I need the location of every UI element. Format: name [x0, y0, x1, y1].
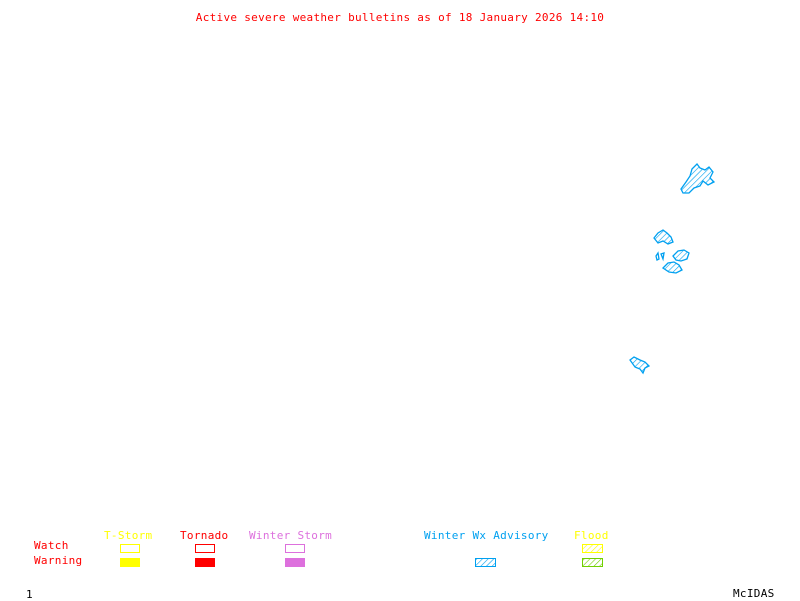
winter-wx-advisory-region-mid-atlantic-2: [655, 249, 690, 262]
brand-label: McIDAS: [733, 587, 775, 600]
winter-wx-advisory-region-mid-atlantic-1: [653, 229, 674, 245]
winter-wx-advisory-warning-swatch: [475, 558, 496, 567]
legend-row-warning: Warning: [34, 554, 83, 567]
winter-wx-advisory-region-southeast: [629, 356, 651, 375]
tornado-warning-swatch: [195, 558, 215, 567]
frame-number: 1: [26, 588, 33, 601]
flood-watch-swatch: [582, 544, 603, 553]
legend-col-winter-storm: Winter Storm: [249, 529, 333, 542]
winter-storm-warning-swatch: [285, 558, 305, 567]
legend-col-tstorm: T-Storm: [104, 529, 153, 542]
legend-col-flood: Flood: [574, 529, 609, 542]
winter-storm-watch-swatch: [285, 544, 305, 553]
tstorm-watch-swatch: [120, 544, 140, 553]
legend-col-tornado: Tornado: [180, 529, 229, 542]
winter-wx-advisory-region-northeast: [680, 163, 716, 194]
legend-row-watch: Watch: [34, 539, 69, 552]
tstorm-warning-swatch: [120, 558, 140, 567]
page-title: Active severe weather bulletins as of 18…: [195, 11, 605, 24]
legend-col-winter-wx-advisory: Winter Wx Advisory: [424, 529, 549, 542]
flood-warning-swatch: [582, 558, 603, 567]
tornado-watch-swatch: [195, 544, 215, 553]
winter-wx-advisory-region-mid-atlantic-3: [661, 261, 683, 274]
